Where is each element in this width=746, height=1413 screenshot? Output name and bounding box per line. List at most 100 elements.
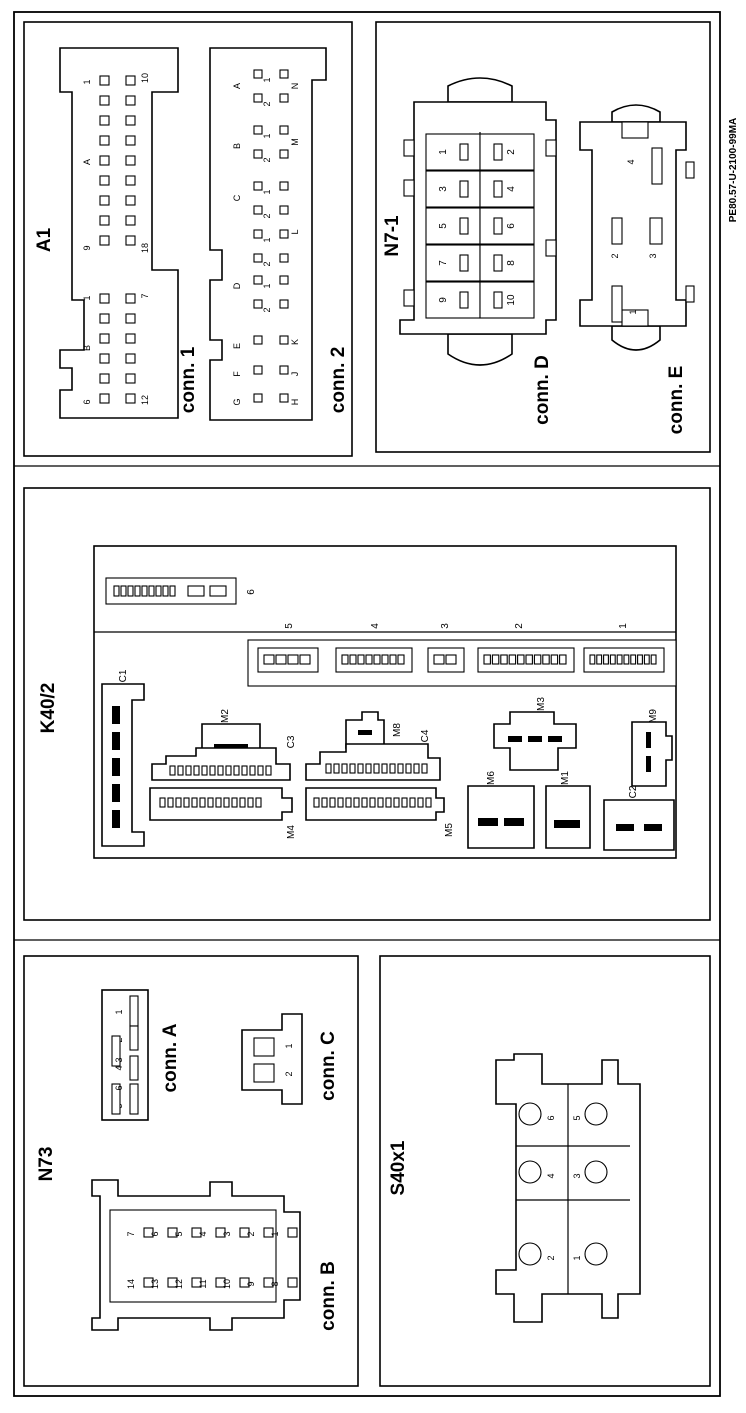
- k40-m5-pin: [369, 797, 376, 808]
- k40-fuse-slot: [533, 654, 542, 665]
- k40-c2-contact-2: [644, 824, 662, 831]
- k40-m5-pin: [361, 797, 368, 808]
- a1-conn2-cavity: [253, 275, 263, 285]
- n7-conn-d-cell: [479, 207, 535, 245]
- n7-conn-d-ear-4: [545, 139, 557, 157]
- n7-conn-d-label: conn. D: [532, 355, 553, 425]
- n7-conn-d-terminal: [459, 254, 469, 272]
- n73-conn-b-cavity: [143, 1277, 154, 1288]
- a1-conn1-cavity: [125, 175, 136, 186]
- k40-m9-contact-1: [646, 732, 651, 748]
- k40-m5-pin: [353, 797, 360, 808]
- k40-fuse-slot: [596, 654, 603, 665]
- a1-conn1-cavity: [125, 155, 136, 166]
- k40-fuse-slot: [275, 654, 287, 665]
- a1-conn1-housing: [59, 47, 179, 419]
- a1-conn2-cavity: [253, 299, 263, 309]
- a1-conn2-cavity: [279, 205, 289, 215]
- n7-conn-e-pin-label-3: 3: [648, 253, 658, 258]
- s40-pin-label: 2: [546, 1255, 556, 1260]
- a1-conn2-cavity: [253, 393, 263, 403]
- k40-fuse-slot: [299, 654, 311, 665]
- k40-fuse-slot: [287, 654, 299, 665]
- a1-conn2-subpin-label: 2: [262, 101, 272, 106]
- s40-terminal: [518, 1102, 542, 1126]
- a1-conn2-letter-a: A: [232, 83, 242, 89]
- a1-conn2-subpin-label: 2: [262, 261, 272, 266]
- a1-conn2-letter-c: C: [232, 194, 242, 201]
- panel-s40-border: [379, 955, 711, 1387]
- k40-fuse-slot: [542, 654, 550, 665]
- k40-label-m6: M6: [486, 771, 497, 785]
- n73-conn-b-pin-label: 10: [222, 1279, 232, 1289]
- n73-conn-b-pin-label: 8: [270, 1281, 280, 1286]
- a1-conn2-letter-n: N: [290, 83, 300, 90]
- n7-conn-e-ear-2: [685, 285, 695, 303]
- a1-conn2-cavity: [253, 205, 263, 215]
- k40-m1-contact: [554, 820, 580, 828]
- n7-conn-d-ear-1: [403, 139, 415, 157]
- k40-label-c3: C3: [286, 735, 297, 748]
- k40-c4-pin: [357, 763, 364, 774]
- a1-conn1-cavity: [125, 135, 136, 146]
- s40-terminal: [584, 1160, 608, 1184]
- n7-conn-d-cell: [425, 170, 481, 208]
- n7-conn-d-ear-3: [403, 289, 415, 307]
- k40-fuse6-slot: [141, 585, 148, 597]
- k40-fuse6-slot: [113, 585, 120, 597]
- k40-fuse-slot: [603, 654, 609, 665]
- k40-fuse-slot: [491, 654, 500, 665]
- k40-c3-pin: [201, 765, 208, 776]
- panel-k40: K40/2 6 5 4 3 2 1 C1 M2 M8 M3: [23, 487, 711, 921]
- n7-conn-d-ear-5: [545, 239, 557, 257]
- panel-a1-title: A1: [34, 227, 55, 252]
- k40-m4-pin: [175, 797, 182, 808]
- n7-conn-d-pin-label: 7: [438, 260, 449, 266]
- k40-m5-pin: [385, 797, 392, 808]
- n73-conn-c-pin-1: 1: [284, 1043, 294, 1048]
- a1-conn1-label: conn. 1: [178, 346, 199, 413]
- a1-conn2-subpin-label: 1: [262, 133, 272, 138]
- n73-conn-b-label: conn. B: [318, 1261, 339, 1331]
- a1-conn1-cavity: [125, 373, 136, 384]
- k40-fuse-slot: [263, 654, 275, 665]
- k40-fuse6-slot: [134, 585, 141, 597]
- a1-conn2-letter-h: H: [290, 399, 300, 406]
- n7-conn-e-label: conn. E: [666, 366, 687, 435]
- k40-label-m5: M5: [444, 823, 455, 837]
- a1-conn2-cavity: [253, 181, 263, 191]
- n73-conn-a-pin-label: 1: [114, 1009, 124, 1014]
- a1-conn2-cavity: [253, 253, 263, 263]
- k40-fuse-slot: [637, 654, 643, 665]
- n73-conn-a-pin-label: 4: [114, 1065, 124, 1070]
- k40-label-c1: C1: [118, 669, 129, 682]
- k40-label-c2: C2: [628, 785, 639, 798]
- a1-conn2-cavity: [253, 93, 263, 103]
- n7-conn-d-terminal: [493, 254, 503, 272]
- a1-conn2-label: conn. 2: [328, 347, 349, 414]
- k40-c2-contact-1: [616, 824, 634, 831]
- n73-conn-b-pin-label: 3: [222, 1231, 232, 1236]
- n73-conn-c-cavity-2: [253, 1063, 275, 1083]
- k40-fuse6-slot: [162, 585, 169, 597]
- a1-conn1-cavity: [125, 393, 136, 404]
- n73-conn-a-terminal: [129, 1083, 139, 1115]
- k40-fuse-slot: [341, 654, 349, 665]
- n73-conn-b-cavity: [167, 1227, 178, 1238]
- a1-conn2-subpin-label: 2: [262, 157, 272, 162]
- k40-c3-pin: [177, 765, 184, 776]
- s40-pin-label: 3: [572, 1173, 582, 1178]
- s40-pin-label: 4: [546, 1173, 556, 1178]
- k40-c3-pin: [249, 765, 256, 776]
- a1-conn1-cavity: [125, 313, 136, 324]
- n7-conn-d-terminal: [493, 143, 503, 161]
- k40-c3-pin: [241, 765, 248, 776]
- n7-conn-d-terminal: [459, 217, 469, 235]
- n73-conn-b-pin-label: 1: [270, 1231, 280, 1236]
- n73-conn-b-cavity: [287, 1277, 298, 1288]
- a1-conn2-cavity: [279, 181, 289, 191]
- a1-conn2-letter-g: G: [232, 398, 242, 405]
